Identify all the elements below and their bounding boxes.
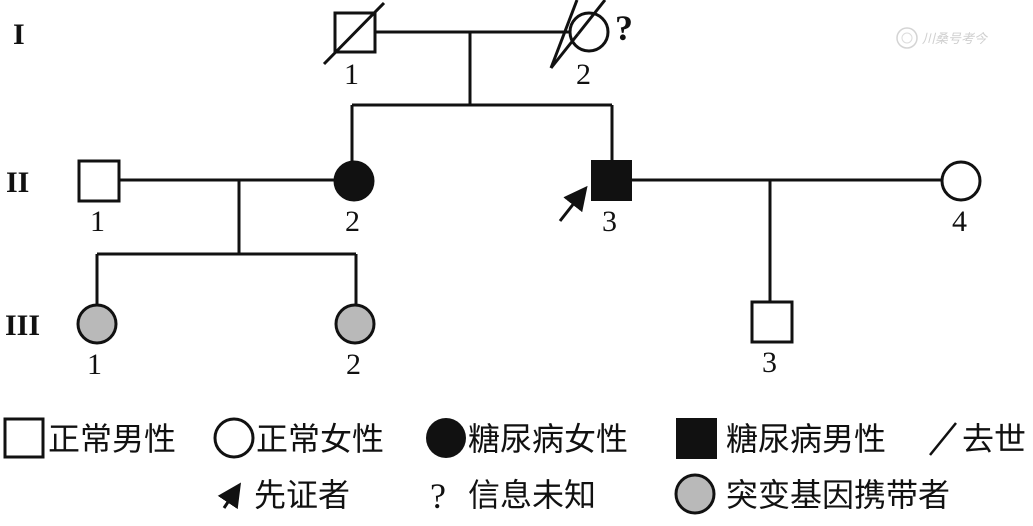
affected-female-icon: [426, 418, 466, 458]
legend-label: 先证者: [254, 476, 350, 514]
individual-III2: 2: [334, 303, 376, 381]
carrier-icon: [674, 473, 716, 515]
seal-logo-icon: [896, 27, 918, 49]
male-symbol: [750, 300, 794, 344]
affected-male-icon: [676, 418, 717, 459]
individual-III1: 1: [76, 303, 118, 381]
individual-II4: 4: [940, 160, 982, 238]
proband-arrow-icon: [217, 482, 241, 510]
carrier-female-symbol: [334, 303, 376, 345]
watermark-text: 川桑号考今: [922, 31, 989, 47]
info-unknown-mark: ?: [615, 8, 633, 48]
legend-item-unknown: ? 信息未知: [430, 476, 596, 516]
legend-item-normal-female: 正常女性: [213, 417, 384, 459]
deceased-slash: [322, 1, 386, 66]
individual-II2: 2: [333, 160, 375, 238]
watermark: 川桑号考今: [896, 27, 989, 49]
individual-number: 3: [602, 205, 617, 238]
individual-III3: 3: [750, 300, 794, 379]
individual-number: 1: [344, 58, 359, 91]
carrier-female-symbol: [76, 303, 118, 345]
generation-label-III: III: [5, 309, 40, 342]
legend-item-proband: 先证者: [217, 476, 350, 514]
legend-item-deceased: 去世: [929, 420, 1026, 458]
affected-male-symbol: [591, 160, 632, 201]
generation-label-II: II: [6, 166, 29, 199]
affected-female-symbol: [333, 160, 375, 202]
individual-I1: 1: [322, 1, 386, 91]
individual-number: 2: [346, 348, 361, 381]
legend: 正常男性 正常女性 糖尿病女性 糖尿病男性 去世 先证者 ? 信息未知: [3, 417, 1026, 516]
male-symbol: [77, 159, 121, 203]
female-symbol: [568, 11, 610, 53]
legend-label: 糖尿病女性: [468, 420, 628, 458]
deceased-slash-icon: [929, 422, 957, 456]
individual-number: 2: [345, 205, 360, 238]
individual-I2: ? 2: [549, 0, 633, 91]
deceased-slash: [549, 0, 579, 69]
legend-item-affected-female: 糖尿病女性: [426, 418, 628, 458]
legend-label: 去世: [962, 420, 1026, 458]
legend-label: 正常女性: [256, 420, 384, 458]
individual-number: 1: [87, 348, 102, 381]
generation-label-I: I: [13, 18, 25, 51]
normal-male-icon: [3, 417, 45, 459]
legend-item-carrier: 突变基因携带者: [674, 473, 950, 515]
pedigree-lines: [95, 30, 942, 305]
individual-number: 4: [952, 205, 967, 238]
legend-label: 信息未知: [468, 476, 596, 514]
question-mark-icon: ?: [430, 476, 446, 516]
individual-II3: 3: [558, 160, 632, 238]
individual-number: 1: [90, 205, 105, 238]
legend-item-affected-male: 糖尿病男性: [676, 418, 886, 459]
legend-label: 突变基因携带者: [726, 476, 950, 514]
female-symbol: [940, 160, 982, 202]
individual-II1: 1: [77, 159, 121, 238]
legend-label: 正常男性: [48, 420, 176, 458]
individual-number: 3: [762, 346, 777, 379]
legend-item-normal-male: 正常男性: [3, 417, 176, 459]
normal-female-icon: [213, 417, 255, 459]
legend-label: 糖尿病男性: [726, 420, 886, 458]
individual-number: 2: [576, 58, 591, 91]
proband-arrow-icon: [558, 185, 588, 222]
